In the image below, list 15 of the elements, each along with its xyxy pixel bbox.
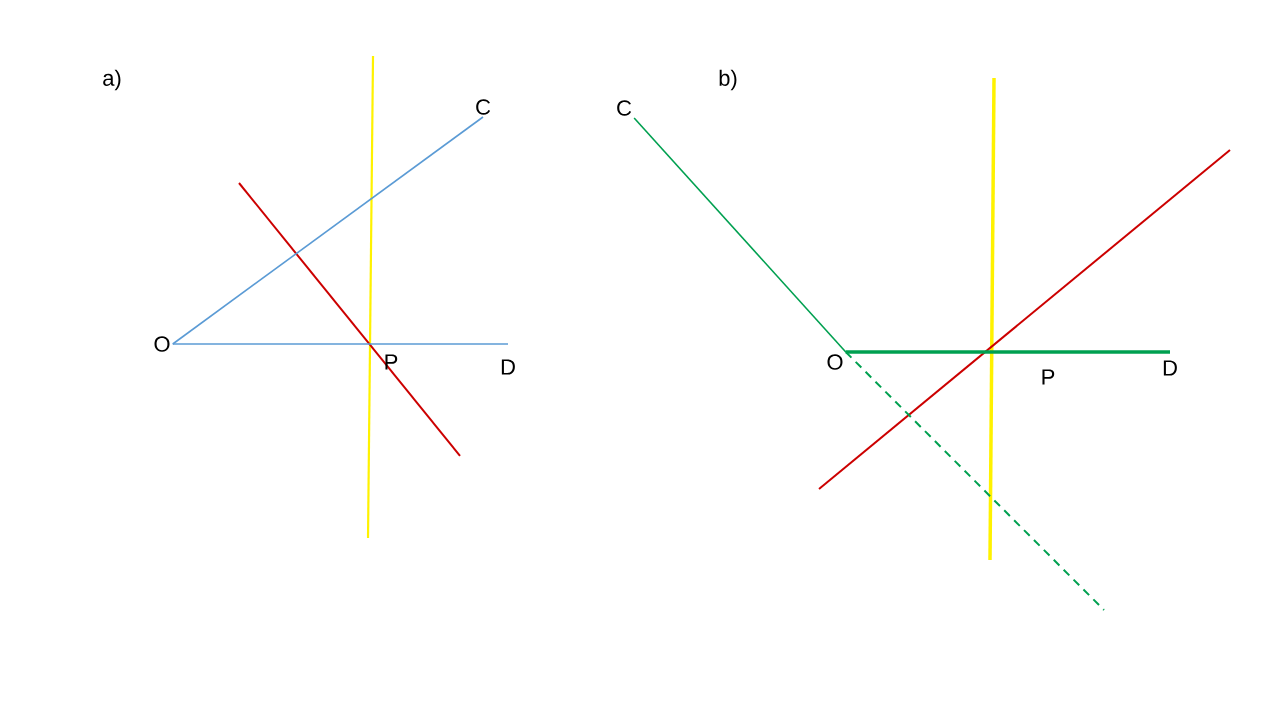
point-label: O [827,354,843,370]
point-label: C [617,100,632,116]
line [171,343,509,345]
point-label: O [154,336,170,352]
point-label: D [501,359,515,375]
panel-label: a) [103,69,121,91]
line [844,351,1105,611]
point-label: P [385,354,398,370]
line [171,116,484,345]
line [845,350,1170,354]
point-label: C [476,99,491,115]
point-label: D [1163,360,1177,376]
point-label: P [1042,369,1055,385]
line [633,117,847,353]
panel-label: b) [719,69,737,91]
